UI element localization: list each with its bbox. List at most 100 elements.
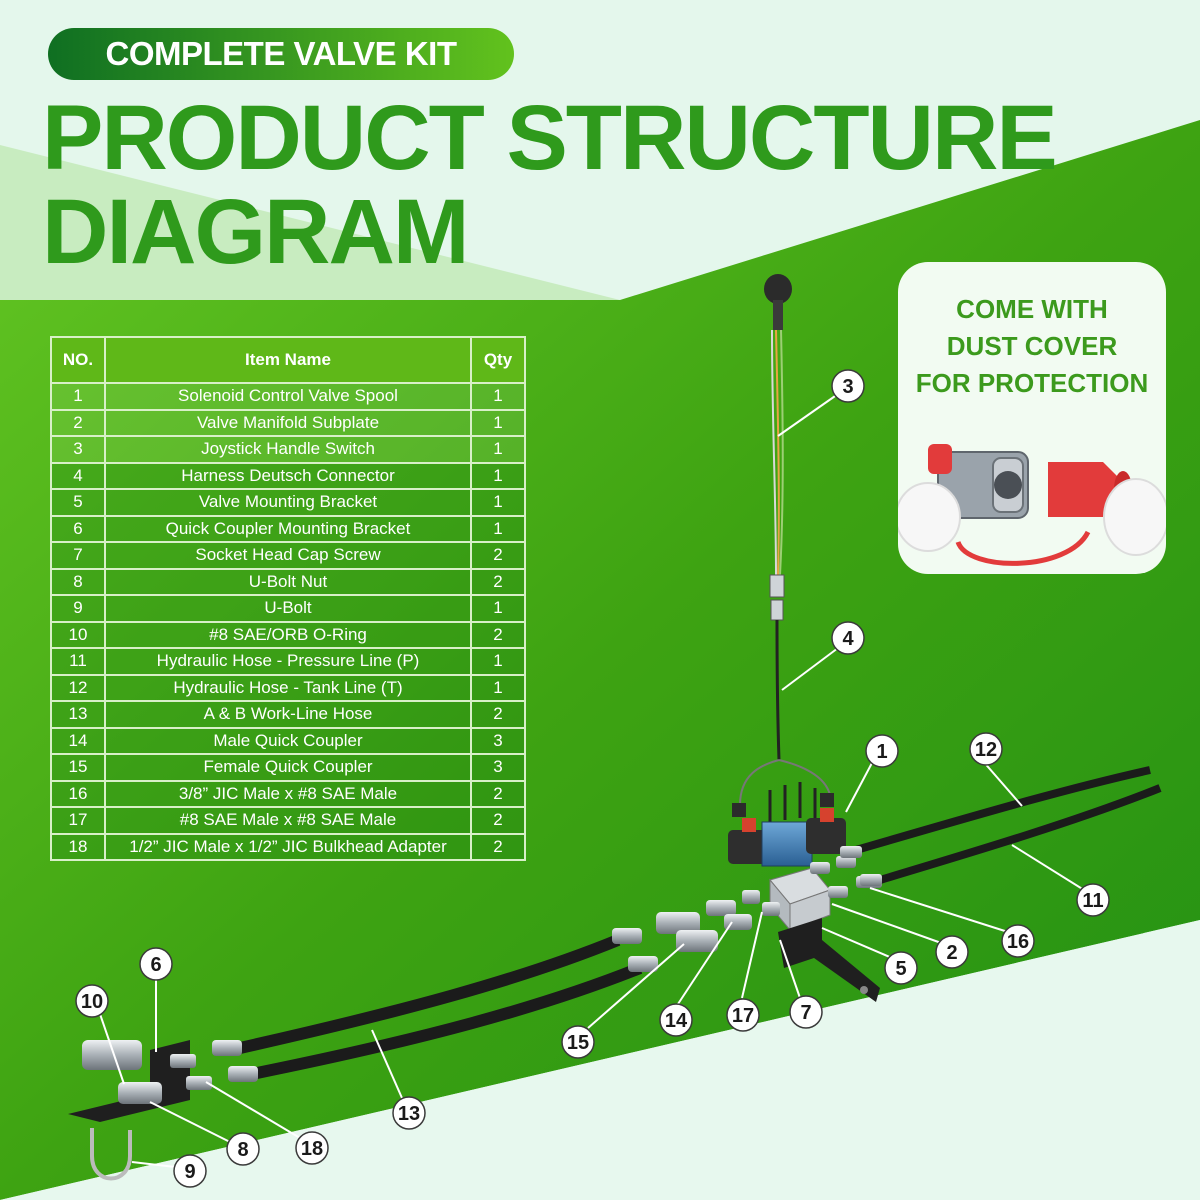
callout-17: 17 xyxy=(732,1005,754,1027)
joystick-handle-switch xyxy=(764,274,792,576)
header-item-name: Item Name xyxy=(104,336,472,384)
row-item: Socket Head Cap Screw xyxy=(104,541,472,570)
callout-9: 9 xyxy=(184,1161,195,1183)
row-qty: 2 xyxy=(470,700,526,729)
callout-13: 13 xyxy=(398,1103,420,1125)
callout-1: 1 xyxy=(876,741,887,763)
row-qty: 1 xyxy=(470,408,526,437)
row-qty: 2 xyxy=(470,541,526,570)
dust-cover-text-2: DUST COVER xyxy=(946,331,1118,361)
row-item: #8 SAE/ORB O-Ring xyxy=(104,620,472,649)
valve-bolts xyxy=(768,782,817,822)
row-item: Harness Deutsch Connector xyxy=(104,461,472,490)
row-item: Joystick Handle Switch xyxy=(104,435,472,464)
row-qty: 1 xyxy=(470,461,526,490)
fittings-cluster xyxy=(656,856,882,952)
work-line-hoses xyxy=(212,928,658,1082)
row-qty: 2 xyxy=(470,832,526,861)
row-qty: 1 xyxy=(470,514,526,543)
row-no: 7 xyxy=(50,541,106,570)
row-no: 4 xyxy=(50,461,106,490)
callout-6: 6 xyxy=(150,954,161,976)
callout-14: 14 xyxy=(665,1010,688,1032)
row-no: 5 xyxy=(50,488,106,517)
row-qty: 1 xyxy=(470,435,526,464)
row-qty: 2 xyxy=(470,620,526,649)
callout-4: 4 xyxy=(842,628,854,650)
hydraulic-hoses-11-12 xyxy=(840,766,1162,886)
dust-cover-photo xyxy=(898,444,1166,566)
callout-10: 10 xyxy=(81,991,103,1013)
callout-2: 2 xyxy=(946,942,957,964)
row-qty: 1 xyxy=(470,488,526,517)
row-no: 2 xyxy=(50,408,106,437)
valve-manifold-subplate xyxy=(769,867,831,932)
row-no: 9 xyxy=(50,594,106,623)
row-item: Valve Manifold Subplate xyxy=(104,408,472,437)
row-no: 11 xyxy=(50,647,106,676)
valve-mounting-bracket xyxy=(778,918,880,1002)
page-title-line-1: PRODUCT STRUCTURE xyxy=(42,87,1058,189)
row-no: 3 xyxy=(50,435,106,464)
table-header-row: NO. Item Name Qty xyxy=(50,336,526,384)
callout-5: 5 xyxy=(895,958,906,980)
row-item: Hydraulic Hose - Tank Line (T) xyxy=(104,673,472,702)
callout-numbers: 3 4 1 12 11 2 16 5 7 17 14 15 6 10 13 18… xyxy=(81,376,1104,1183)
row-no: 12 xyxy=(50,673,106,702)
row-item: #8 SAE Male x #8 SAE Male xyxy=(104,806,472,835)
row-item: Valve Mounting Bracket xyxy=(104,488,472,517)
callout-12: 12 xyxy=(975,739,997,761)
kit-badge: COMPLETE VALVE KIT xyxy=(48,28,514,80)
dust-cover-card: COME WITH DUST COVER FOR PROTECTION xyxy=(898,262,1166,574)
callout-3: 3 xyxy=(842,376,853,398)
callout-11: 11 xyxy=(1082,890,1103,912)
dust-cover-text-1: COME WITH xyxy=(956,294,1108,324)
row-item: 1/2” JIC Male x 1/2” JIC Bulkhead Adapte… xyxy=(104,832,472,861)
row-qty: 1 xyxy=(470,673,526,702)
row-no: 17 xyxy=(50,806,106,835)
header-qty: Qty xyxy=(470,336,526,384)
row-qty: 2 xyxy=(470,567,526,596)
row-qty: 2 xyxy=(470,779,526,808)
row-qty: 1 xyxy=(470,594,526,623)
row-qty: 3 xyxy=(470,726,526,755)
row-qty: 3 xyxy=(470,753,526,782)
row-item: Solenoid Control Valve Spool xyxy=(104,382,472,411)
row-no: 14 xyxy=(50,726,106,755)
row-qty: 2 xyxy=(470,806,526,835)
page-title-line-2: DIAGRAM xyxy=(42,181,470,283)
solenoid-control-valve xyxy=(728,808,846,867)
row-no: 15 xyxy=(50,753,106,782)
callout-8: 8 xyxy=(237,1139,248,1161)
row-item: A & B Work-Line Hose xyxy=(104,700,472,729)
header-no: NO. xyxy=(50,336,106,384)
callout-15: 15 xyxy=(567,1032,589,1054)
row-item: Quick Coupler Mounting Bracket xyxy=(104,514,472,543)
callout-18: 18 xyxy=(301,1138,323,1160)
row-qty: 1 xyxy=(470,382,526,411)
callout-16: 16 xyxy=(1007,931,1029,953)
quick-coupler-mounting-bracket xyxy=(68,1040,212,1181)
callout-circles xyxy=(75,369,1110,1188)
row-item: Female Quick Coupler xyxy=(104,753,472,782)
callout-7: 7 xyxy=(800,1002,811,1024)
harness-deutsch-connector xyxy=(732,574,834,817)
row-item: U-Bolt xyxy=(104,594,472,623)
